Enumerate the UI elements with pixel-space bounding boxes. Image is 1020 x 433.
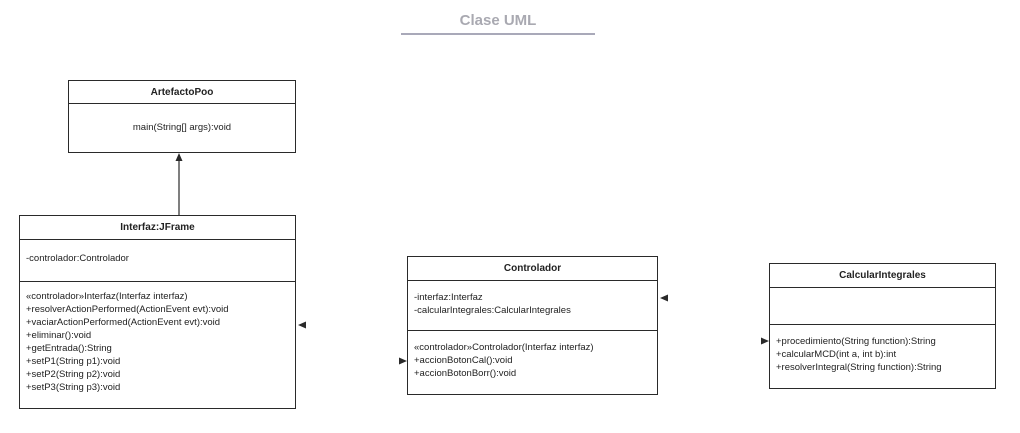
method: +accionBotonCal():void (414, 355, 513, 366)
arrow-head-icon (175, 153, 183, 161)
attributes-section: -interfaz:Interfaz -calcularIntegrales:C… (408, 281, 657, 331)
attribute: -interfaz:Interfaz (414, 292, 483, 303)
class-name: Interfaz:JFrame (20, 216, 295, 240)
diagram-title: Clase UML (459, 12, 537, 29)
class-calcularintegrales[interactable]: CalcularIntegrales +procedimiento(String… (769, 263, 996, 389)
class-name: CalcularIntegrales (770, 264, 995, 288)
attribute: -controlador:Controlador (26, 253, 129, 264)
method: +resolverActionPerformed(ActionEvent evt… (26, 304, 229, 315)
method: +vaciarActionPerformed(ActionEvent evt):… (26, 317, 221, 328)
method: +setP1(String p1):void (26, 356, 121, 367)
class-name: ArtefactoPoo (69, 81, 295, 104)
methods-section: +procedimiento(String function):String +… (770, 325, 995, 374)
method: +setP2(String p2):void (26, 369, 121, 380)
class-interfaz-jframe[interactable]: Interfaz:JFrame -controlador:Controlador… (19, 215, 296, 409)
method: +getEntrada():String (26, 343, 112, 354)
method: +calcularMCD(int a, int b):int (776, 349, 897, 360)
method: +eliminar():void (26, 330, 92, 341)
method: «controlador»Controlador(Interfaz interf… (414, 342, 594, 353)
method: +setP3(String p3):void (26, 382, 121, 393)
arrow-head-icon (399, 357, 407, 365)
methods-section: «controlador»Interfaz(Interfaz interfaz)… (20, 282, 295, 394)
arrow-head-icon (761, 337, 769, 345)
class-controlador[interactable]: Controlador -interfaz:Interfaz -calcular… (407, 256, 658, 395)
method: +procedimiento(String function):String (776, 336, 936, 347)
arrow-head-icon (660, 294, 668, 302)
method: +resolverIntegral(String function):Strin… (776, 362, 942, 373)
class-name: Controlador (408, 257, 657, 281)
method: +accionBotonBorr():void (414, 368, 517, 379)
class-artefactopoo[interactable]: ArtefactoPoo main(String[] args):void (68, 80, 296, 153)
attribute: -calcularIntegrales:CalcularIntegrales (414, 305, 571, 316)
attributes-section: -controlador:Controlador (20, 240, 295, 282)
method: main(String[] args):void (132, 122, 232, 133)
method: «controlador»Interfaz(Interfaz interfaz) (26, 291, 188, 302)
methods-section: main(String[] args):void (69, 104, 295, 151)
arrow-head-icon (298, 321, 306, 329)
attributes-section (770, 288, 995, 325)
methods-section: «controlador»Controlador(Interfaz interf… (408, 331, 657, 380)
title-underline (401, 33, 595, 35)
